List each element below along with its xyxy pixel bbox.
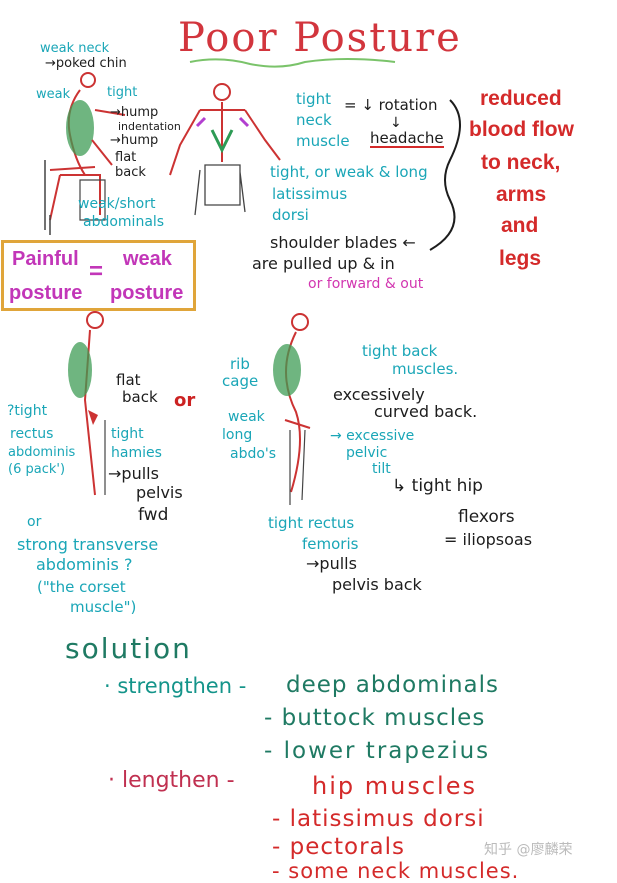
note-hamies: hamies	[111, 445, 162, 461]
red-note-line-3: to neck,	[481, 151, 561, 174]
note-strong-transverse: strong transverse	[17, 535, 159, 554]
note-pelvic: pelvic	[346, 445, 388, 461]
note-excessively: excessively	[333, 385, 425, 404]
note-tight-or-weak: tight, or weak & long	[270, 163, 428, 181]
note-latissimus: latissimus	[272, 185, 348, 203]
note-tight-rectus: tight rectus	[268, 514, 355, 532]
solution-heading: solution	[65, 632, 192, 665]
note-tight-hamies: tight	[111, 426, 144, 442]
red-note-line-6: legs	[499, 247, 542, 270]
note-weak-abdos-2: long	[222, 427, 253, 443]
note-corset-muscle: muscle")	[70, 598, 137, 616]
note-rotation: = ↓ rotation	[344, 96, 438, 114]
note-femoris: femoris	[302, 535, 359, 553]
note-pulled-up: are pulled up & in	[252, 254, 395, 273]
note-abdominis-q: abdominis ?	[36, 555, 133, 574]
seated-figure-sketch	[44, 72, 126, 235]
note-indentation: indentation	[118, 120, 181, 133]
note-cage: cage	[222, 372, 259, 390]
note-tight-neck-1: tight	[296, 90, 331, 108]
note-pulls: →pulls	[108, 464, 159, 483]
note-weak-abdos-1: weak	[228, 409, 265, 425]
note-six-pack: (6 pack')	[8, 462, 66, 477]
note-iliopsoas: = iliopsoas	[444, 530, 533, 549]
note-hump-2: →hump	[110, 133, 159, 148]
note-abdominals: abdominals	[83, 214, 165, 230]
note-tilt: tilt	[372, 461, 391, 477]
note-tight-neck-3: muscle	[296, 132, 350, 150]
red-note-line-5: and	[501, 214, 539, 237]
note-rectus: rectus	[10, 426, 54, 442]
note-weak-abdos-3: abdo's	[230, 446, 277, 462]
note-tight-hip: ↳ tight hip	[392, 476, 483, 496]
note-or: or	[174, 390, 196, 411]
solution-strengthen: · strengthen -	[104, 674, 247, 698]
note-pelvis: pelvis	[136, 483, 183, 502]
strengthen-item-1: deep abdominals	[286, 672, 500, 698]
flat-back-figure-sketch	[68, 311, 106, 496]
note-abdominis: abdominis	[8, 445, 76, 460]
page-title: Poor Posture	[178, 15, 462, 61]
note-flat: flat	[115, 150, 137, 165]
lengthen-item-2: - latissimus dorsi	[272, 806, 485, 832]
strengthen-item-2: - buttock muscles	[264, 705, 486, 731]
note-arrow-down: ↓	[390, 115, 402, 131]
watermark: 知乎 @廖麟荣	[484, 842, 573, 858]
note-or-forward: or forward & out	[308, 276, 424, 292]
note-pelvis-back: pelvis back	[332, 575, 422, 594]
note-poked-chin: →poked chin	[45, 56, 127, 71]
front-figure-sketch	[169, 83, 281, 216]
note-curved-back: curved back.	[374, 402, 478, 421]
note-tight-back: tight back	[362, 342, 438, 360]
box-weak: weak	[123, 248, 172, 270]
note-headache: headache	[370, 129, 444, 148]
strengthen-item-3: - lower trapezius	[264, 738, 491, 764]
note-tight: tight	[107, 85, 138, 100]
red-note-line-2: blood flow	[469, 118, 574, 141]
note-shoulder-blades: shoulder blades ←	[270, 233, 416, 252]
note-weak: weak	[36, 87, 71, 102]
lengthen-item-3: - pectorals	[272, 834, 406, 860]
note-excessive: → excessive	[330, 428, 415, 444]
box-posture-2: posture	[110, 282, 184, 304]
note-rib: rib	[230, 355, 250, 373]
note-back: back	[115, 165, 146, 180]
curved-back-figure-sketch	[273, 313, 311, 505]
box-painful: Painful	[12, 248, 79, 270]
lengthen-item-1: hip muscles	[312, 772, 477, 800]
red-note-line-4: arms	[496, 183, 547, 206]
lengthen-item-4: - some neck muscles.	[272, 859, 520, 883]
painful-equals-weak-box	[1, 240, 196, 311]
note-flat-back-2: back	[122, 388, 158, 406]
note-hump-1: →hump	[110, 105, 159, 120]
box-posture-1: posture	[9, 282, 83, 304]
note-fwd: fwd	[138, 505, 169, 525]
note-flexors: flexors	[458, 507, 515, 527]
note-weak-neck: weak neck	[40, 41, 110, 56]
note-weak-short: weak/short	[78, 196, 156, 212]
note-or-2: or	[27, 514, 42, 530]
note-back-muscles: muscles.	[392, 360, 459, 378]
note-pulls-back: →pulls	[306, 554, 357, 573]
note-dorsi: dorsi	[272, 206, 309, 224]
note-the-corset: ("the corset	[37, 578, 126, 596]
red-note-line-1: reduced	[480, 87, 562, 110]
note-flat-back-1: flat	[116, 371, 141, 389]
note-tight-neck-2: neck	[296, 111, 332, 129]
solution-lengthen: · lengthen -	[108, 768, 235, 793]
note-q-tight: ?tight	[7, 403, 48, 419]
box-equals: =	[89, 258, 104, 285]
